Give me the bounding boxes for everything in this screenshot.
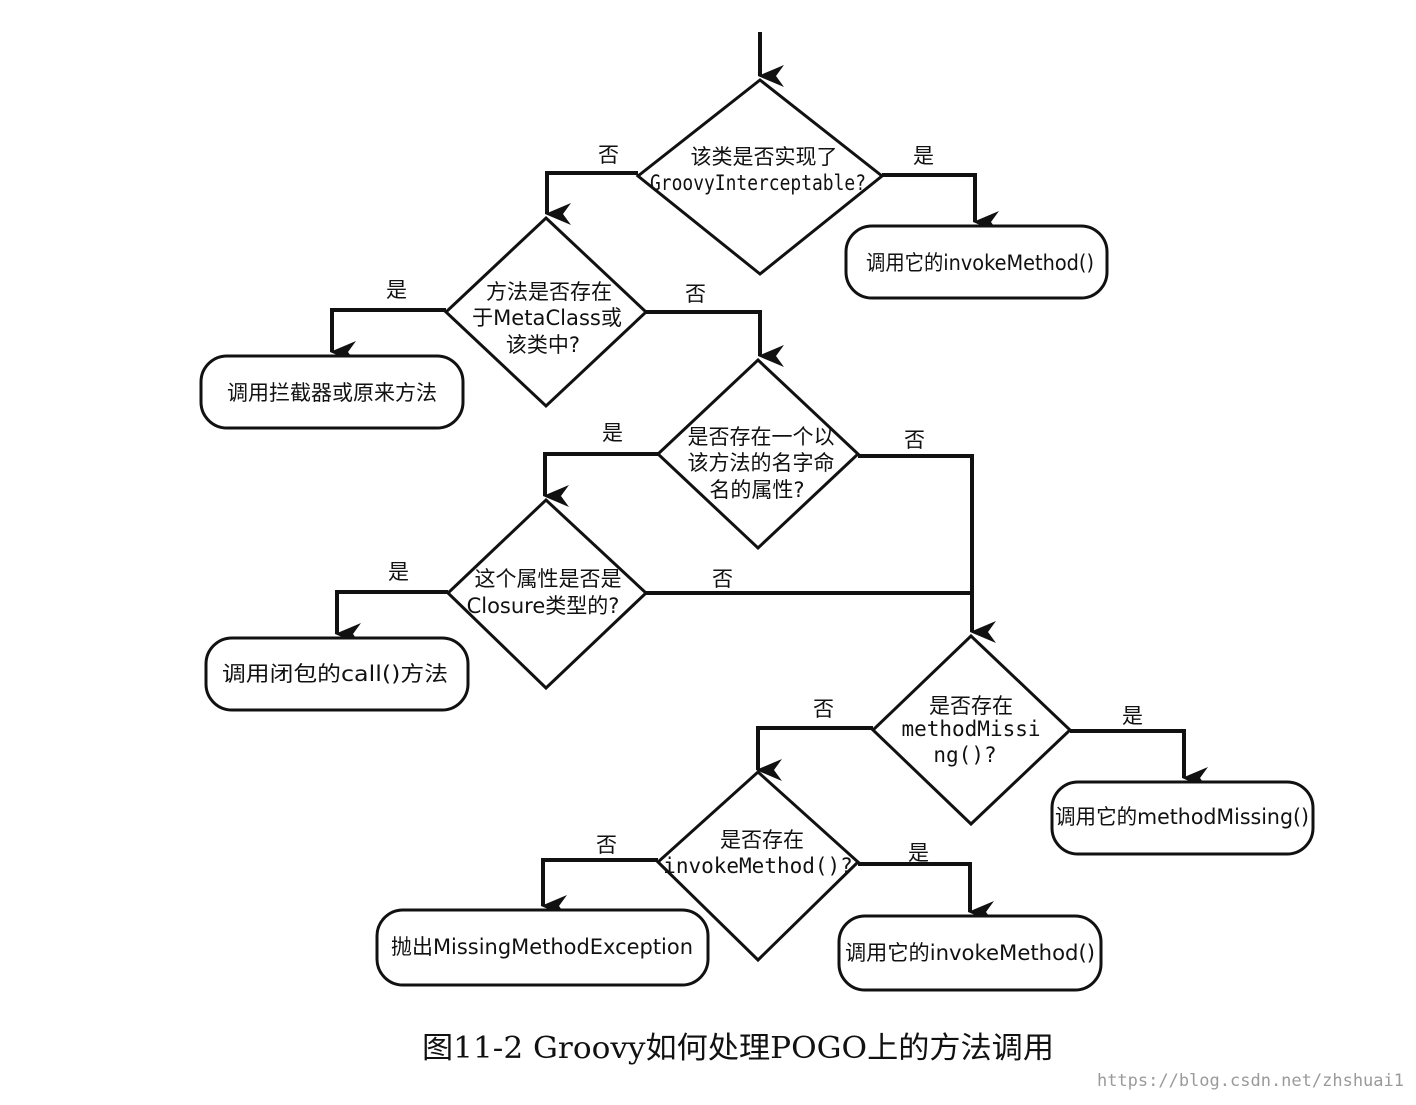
d2-line-3: 该类中? [506,333,580,357]
decision-property-exists [655,357,861,551]
a5-label: 抛出MissingMethodException [391,935,693,959]
decision-labels: 该类是否实现了 GroovyInterceptable? 方法是否存在 于Met… [467,145,1041,878]
action-method-missing [1050,780,1315,856]
label-d4-yes: 是 [388,560,409,584]
decision-is-closure [445,497,649,691]
decision-groovy-interceptable [635,78,885,276]
edge-d5-no [756,726,873,781]
a6-label: 调用它的invokeMethod() [845,941,1095,965]
label-d1-no: 否 [598,143,619,167]
connectors [330,32,1208,923]
action-closure-call [204,636,470,712]
edge-d1-yes [882,173,999,233]
d5-line-2: methodMissi [901,717,1040,741]
d4-line-2: Closure类型的? [467,594,620,618]
decision-method-exists [443,215,649,409]
d4-line-1: 这个属性是否是 [475,567,622,591]
label-d3-yes: 是 [602,421,623,445]
d5-line-1: 是否存在 [929,694,1013,718]
action-invoke-method-2 [837,914,1103,992]
label-d3-no: 否 [904,428,925,452]
d3-line-1: 是否存在一个以 [688,425,835,449]
label-d1-yes: 是 [913,144,934,168]
a2-label: 调用拦截器或原来方法 [227,381,437,405]
label-d5-yes: 是 [1122,704,1143,728]
d1-line-2: GroovyInterceptable? [650,171,866,195]
label-d5-no: 否 [813,697,834,721]
label-d6-yes: 是 [908,841,929,865]
d3-line-3: 名的属性? [709,478,804,502]
d2-line-2: 于MetaClass或 [472,306,622,330]
decision-invoke-method [655,769,861,963]
d1-line-1: 该类是否实现了 [691,145,838,169]
action-throw-exception [375,908,710,987]
edge-d6-no [541,858,658,917]
action-nodes [199,224,1315,992]
action-labels: 调用它的invokeMethod() 调用拦截器或原来方法 调用闭包的call(… [222,251,1309,965]
edge-d4-yes [335,590,448,645]
edge-d2-yes [330,308,446,363]
action-interceptor [199,354,465,430]
d5-line-3: ng()? [933,743,996,767]
edge-d3-no [858,454,996,643]
figure-caption: 图11-2 Groovy如何处理POGO上的方法调用 [422,1031,1054,1066]
edge-d3-yes [543,452,658,507]
d3-line-2: 该方法的名字命 [688,451,835,475]
decision-nodes [443,78,1073,963]
edge-d2-no [646,310,784,367]
label-d2-no: 否 [685,282,706,306]
d6-line-2: invokeMethod()? [663,854,853,878]
d6-line-1: 是否存在 [720,828,804,852]
a4-label: 调用它的methodMissing() [1055,805,1309,829]
a1-label: 调用它的invokeMethod() [866,251,1094,275]
edge-labels: 否 是 是 否 是 否 是 否 否 是 否 是 [386,143,1143,865]
a3-label: 调用闭包的call()方法 [222,662,448,686]
label-d2-yes: 是 [386,278,407,302]
action-invoke-method-1 [844,224,1109,300]
label-d6-no: 否 [596,833,617,857]
d2-line-1: 方法是否存在 [486,280,612,304]
edge-d6-yes [858,862,994,923]
edge-d1-no [545,171,638,225]
decision-method-missing [870,633,1073,827]
watermark-url: https://blog.csdn.net/zhshuai1 [1097,1071,1404,1091]
label-d4-no: 否 [712,567,733,591]
edge-d5-yes [1070,729,1208,789]
